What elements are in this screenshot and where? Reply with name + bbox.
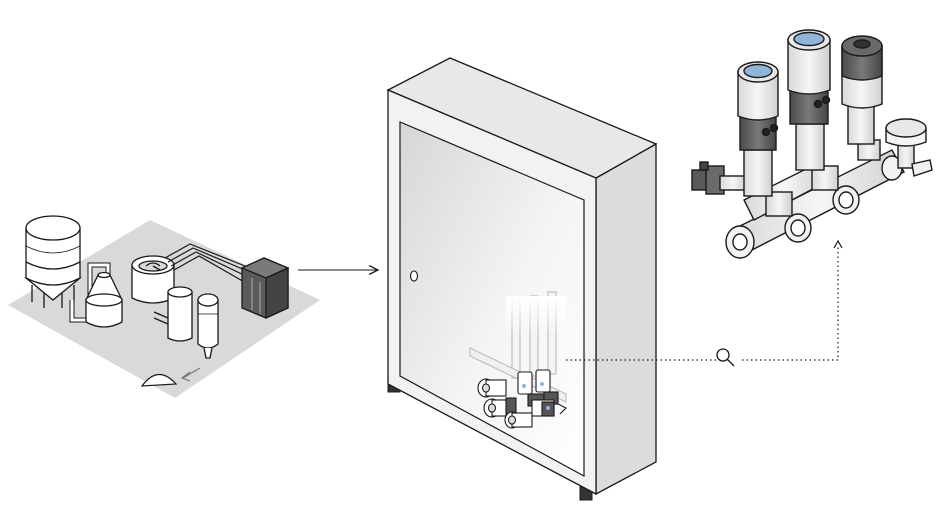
process-plant xyxy=(8,215,320,398)
valve-cluster xyxy=(691,29,933,259)
valve-actuator xyxy=(787,29,831,171)
valve-actuator xyxy=(841,35,883,145)
control-cabinet xyxy=(386,57,658,501)
magnifier-icon xyxy=(716,348,735,367)
zoom-dotted-line xyxy=(742,246,839,361)
control-box xyxy=(240,257,290,320)
valve-manifold xyxy=(725,139,905,259)
silo xyxy=(24,215,82,308)
cabinet-side xyxy=(595,142,657,496)
zoom-arrow-head xyxy=(833,239,843,249)
column-vessel xyxy=(153,286,193,342)
pipe-bundle xyxy=(164,243,253,284)
valve-actuator xyxy=(737,61,779,197)
output-arrow xyxy=(180,367,201,382)
door-handle xyxy=(409,270,419,282)
cabinet-valve-cluster xyxy=(469,291,567,429)
product-pile xyxy=(140,373,178,387)
solenoid-valve xyxy=(691,161,747,195)
pressure-vessel xyxy=(197,293,219,359)
diaphragm-valve xyxy=(885,118,933,177)
cone-vessel xyxy=(84,271,124,328)
mixing-tank xyxy=(131,255,175,304)
zoom-connector xyxy=(566,239,843,367)
